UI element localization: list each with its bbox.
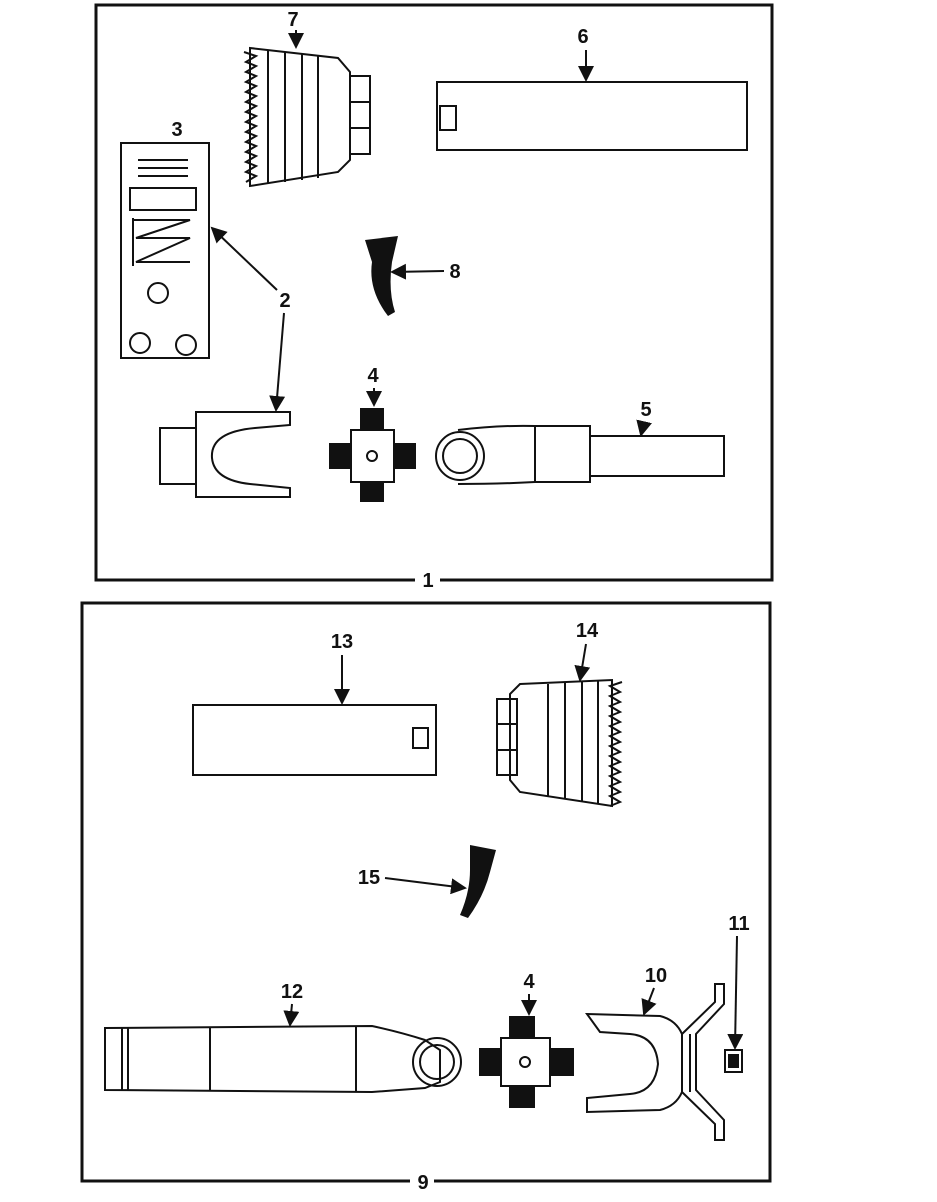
callout-5: 5 — [640, 399, 651, 421]
lower-yoke-part — [585, 983, 725, 1141]
callout-4-upper: 4 — [367, 365, 379, 387]
lower-bushing-part — [460, 845, 496, 918]
callout-3: 3 — [171, 119, 182, 141]
shaft-yoke-part — [435, 424, 725, 485]
callout-2: 2 — [279, 290, 290, 312]
yoke-part — [159, 411, 291, 498]
lower-callouts: 13 14 15 12 4 10 11 — [281, 620, 750, 1050]
lower-assembly-frame: 9 — [80, 601, 772, 1194]
callout-4-lower: 4 — [523, 971, 535, 993]
callout-7: 7 — [287, 9, 298, 31]
bushing-part — [365, 236, 398, 316]
callout-11: 11 — [728, 913, 749, 935]
callout-14: 14 — [576, 620, 599, 642]
cross-bearing-part — [329, 408, 416, 502]
fitting-part — [724, 1049, 743, 1073]
upper-assembly-frame: 1 — [94, 3, 774, 592]
lower-shield-tube-part — [192, 704, 437, 776]
lower-cross-bearing-part — [479, 1016, 574, 1108]
lower-shaft-yoke-part — [104, 1024, 462, 1094]
boot-part — [243, 46, 371, 188]
callout-15: 15 — [358, 867, 380, 889]
callout-10: 10 — [645, 965, 667, 987]
decal-part — [120, 142, 210, 359]
callout-8: 8 — [449, 261, 460, 283]
callout-12: 12 — [281, 981, 303, 1003]
lower-assembly-label: 9 — [417, 1172, 428, 1194]
upper-assembly-label: 1 — [422, 570, 433, 592]
upper-callouts: 7 6 3 2 8 4 5 — [171, 9, 652, 437]
callout-13: 13 — [331, 631, 353, 653]
lower-boot-part — [496, 678, 623, 808]
callout-6: 6 — [577, 26, 588, 48]
shield-tube-part — [436, 81, 748, 151]
